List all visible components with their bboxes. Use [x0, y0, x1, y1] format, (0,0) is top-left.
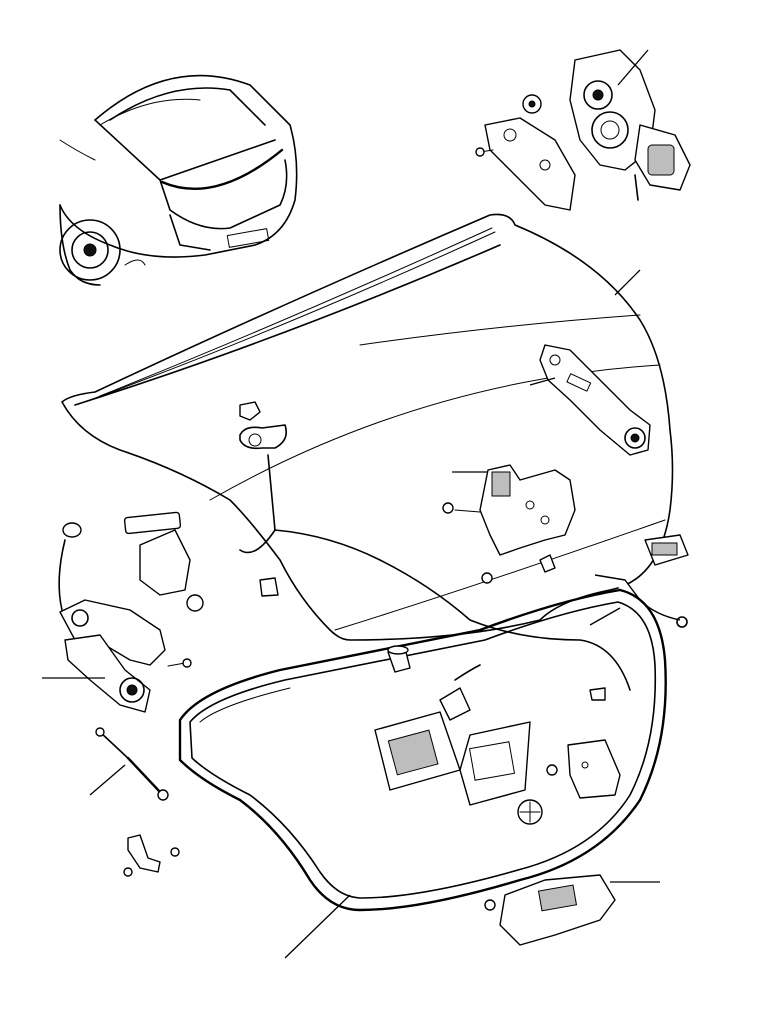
boot-lid-latch-actuator [442, 464, 576, 584]
cable-clip [239, 401, 288, 531]
boot-lid-hinge-left [58, 511, 204, 713]
boot-lid-soft-close-motor [475, 49, 691, 211]
boot-lid-lock [484, 874, 616, 946]
latch-bracket [546, 739, 621, 799]
boot-lid-panel [61, 213, 674, 641]
bump-stop [387, 645, 411, 673]
boot-release-switch [644, 534, 689, 566]
gas-strut [95, 727, 169, 801]
boot-lid-hinge-right [539, 344, 651, 456]
vehicle-locator-inset [59, 74, 298, 286]
callout-leaders [42, 49, 660, 959]
strut-bracket [123, 834, 180, 877]
number-plate-light [374, 664, 543, 825]
